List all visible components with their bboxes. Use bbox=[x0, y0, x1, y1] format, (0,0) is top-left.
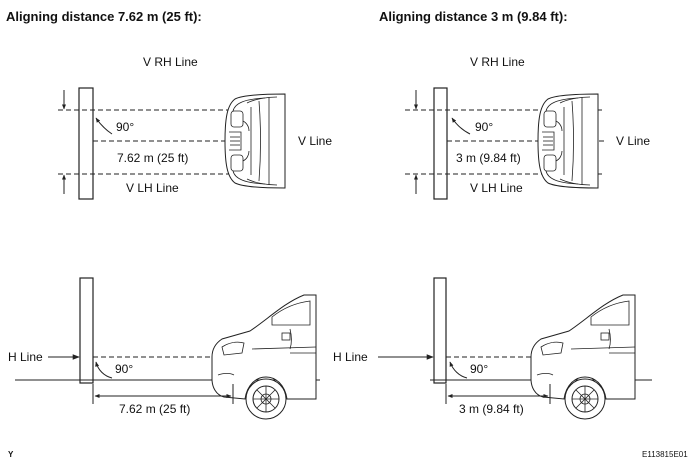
figure-code: E113815E01 bbox=[642, 450, 688, 459]
left-panel: Aligning distance 7.62 m (25 ft): V RH L… bbox=[6, 9, 332, 420]
footer-left-mark: Y bbox=[8, 450, 14, 459]
right-side-angle-label: 90° bbox=[470, 362, 488, 376]
left-car-side-view bbox=[211, 294, 317, 420]
right-top-angle-arrow bbox=[451, 117, 471, 135]
left-screen-top bbox=[78, 87, 94, 200]
left-side-angle-label: 90° bbox=[115, 362, 133, 376]
right-car-top-view bbox=[537, 93, 599, 189]
left-v-line-label: V Line bbox=[298, 134, 332, 148]
right-v-line-label: V Line bbox=[616, 134, 650, 148]
right-car-side-view bbox=[530, 294, 636, 420]
left-screen-side bbox=[79, 277, 94, 384]
right-top-view: V RH Line 90° 3 m (9.84 ft) V LH Line V … bbox=[405, 55, 650, 200]
right-top-angle-label: 90° bbox=[475, 120, 493, 134]
right-screen-top bbox=[433, 87, 448, 200]
right-side-view: H Line 90° 3 m (9.84 ft) bbox=[333, 277, 652, 420]
left-side-angle-arrow bbox=[95, 361, 113, 379]
left-side-distance-label: 7.62 m (25 ft) bbox=[119, 402, 190, 416]
right-side-angle-arrow bbox=[449, 361, 468, 379]
right-screen-side bbox=[433, 277, 447, 384]
left-h-line-label: H Line bbox=[8, 350, 43, 364]
right-heading: Aligning distance 3 m (9.84 ft): bbox=[379, 9, 568, 24]
right-h-line-label: H Line bbox=[333, 350, 368, 364]
left-v-lh-line-label: V LH Line bbox=[126, 181, 179, 195]
right-top-distance-label: 3 m (9.84 ft) bbox=[456, 151, 521, 165]
left-top-view: V RH Line 90° 7.62 m (25 ft) V LH Line V… bbox=[58, 55, 332, 200]
right-side-distance-label: 3 m (9.84 ft) bbox=[459, 402, 524, 416]
left-v-rh-line-label: V RH Line bbox=[143, 55, 198, 69]
right-v-lh-line-label: V LH Line bbox=[470, 181, 523, 195]
left-top-angle-arrow bbox=[95, 117, 113, 135]
left-top-distance-label: 7.62 m (25 ft) bbox=[117, 151, 188, 165]
left-car-top-view bbox=[224, 93, 286, 189]
left-heading: Aligning distance 7.62 m (25 ft): bbox=[6, 9, 202, 24]
left-side-view: H Line 90° 7.62 m (25 ft) bbox=[8, 277, 320, 420]
right-v-rh-line-label: V RH Line bbox=[470, 55, 525, 69]
right-panel: Aligning distance 3 m (9.84 ft): V RH Li… bbox=[333, 9, 652, 420]
left-top-angle-label: 90° bbox=[116, 120, 134, 134]
